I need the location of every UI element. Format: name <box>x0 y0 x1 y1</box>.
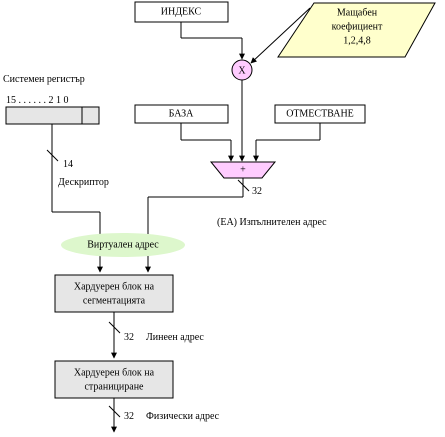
paging-unit-box: Хардуерен блок на странициране <box>54 360 174 399</box>
virtual-address-node: Виртуален адрес <box>61 233 185 257</box>
linear-width-tick <box>108 321 121 334</box>
paging-line1: Хардуерен блок на <box>74 367 155 378</box>
physical-width-tick <box>108 405 121 418</box>
descriptor-label: Дескриптор <box>58 177 109 188</box>
virtual-address-label: Виртуален адрес <box>87 239 159 250</box>
adder-node: + <box>209 161 277 179</box>
adder-symbol: + <box>240 164 246 175</box>
ea-width: 32 <box>252 186 262 197</box>
system-register-title: Системен регистър <box>3 74 85 85</box>
linear-address-label: Линеен адрес <box>146 332 204 343</box>
base-label: БАЗА <box>169 108 195 119</box>
segmentation-line1: Хардуерен блок на <box>74 281 155 292</box>
descriptor-width-tick <box>46 149 59 162</box>
segmentation-line2: сегментацията <box>83 295 146 306</box>
ea-label: (ЕА) Изпълнителен адрес <box>217 217 327 228</box>
physical-width: 32 <box>124 411 134 422</box>
scale-factor-line2: коефициент <box>332 21 383 32</box>
multiplier-node: X <box>231 59 253 81</box>
displacement-box: ОТМЕСТВАНЕ <box>274 104 366 124</box>
index-label: ИНДЕКС <box>161 6 202 17</box>
base-box: БАЗА <box>134 104 229 124</box>
scale-factor-box: Мащабен коефициент 1,2,4,8 <box>277 2 436 58</box>
segmentation-unit-box: Хардуерен блок на сегментацията <box>54 274 174 313</box>
paging-line2: странициране <box>84 381 144 392</box>
index-box: ИНДЕКС <box>134 1 229 23</box>
physical-address-label: Физически адрес <box>146 411 220 422</box>
scale-factor-values: 1,2,4,8 <box>343 35 371 46</box>
ea-width-tick <box>237 179 250 192</box>
linear-width: 32 <box>124 332 134 343</box>
scale-arrow <box>250 7 311 64</box>
scale-factor-line1: Мащабен <box>337 7 378 18</box>
system-register: Системен регистър 15 . . . . . . 2 1 0 <box>3 74 100 125</box>
system-register-bits: 15 . . . . . . 2 1 0 <box>6 95 69 106</box>
descriptor-width: 14 <box>63 159 73 170</box>
displacement-label: ОТМЕСТВАНЕ <box>286 108 354 119</box>
multiply-symbol: X <box>238 65 246 76</box>
